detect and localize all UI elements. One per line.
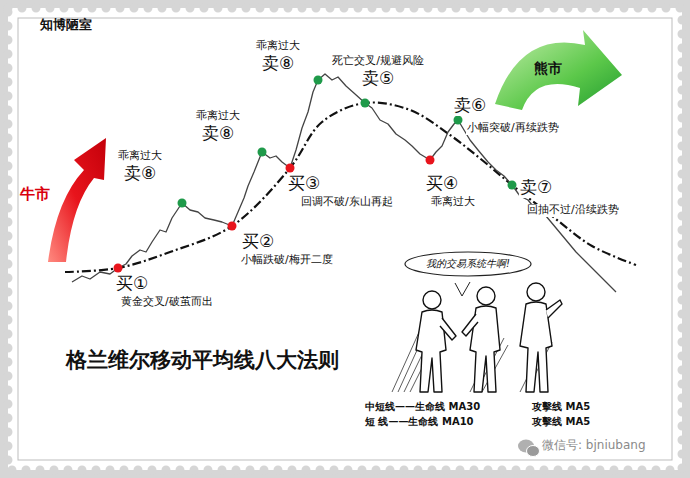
signal-label: 卖⑧ [261, 54, 295, 74]
diagram-title: 格兰维尔移动平均线八大法则 [66, 348, 339, 372]
signal-note: 乖离过大 [430, 196, 476, 209]
signal-note: 死亡交叉/规避风险 [331, 55, 425, 68]
bubble-ellipse [405, 252, 531, 276]
signal-dot [114, 264, 123, 273]
signal-label: 买③ [287, 174, 321, 194]
signal-dot [426, 156, 435, 165]
signal-label: 买④ [425, 174, 459, 194]
signal-note: 乖离过大 [117, 150, 163, 163]
bear-arrow [495, 30, 622, 110]
signal-note: 乖离过大 [255, 40, 301, 53]
market-label: 熊市 [534, 60, 562, 76]
perforation [8, 8, 682, 470]
signal-dot [361, 99, 370, 108]
market-label: 牛市 [20, 186, 50, 203]
signal-note: 回抽不过/沿续跌势 [526, 204, 620, 217]
bull-arrow [48, 138, 106, 262]
signal-dot [178, 199, 187, 208]
signal-dots [114, 76, 517, 273]
signal-dot [258, 148, 267, 157]
signal-dot [228, 222, 237, 231]
signal-note: 乖离过大 [195, 110, 241, 123]
signal-label: 卖⑧ [123, 164, 157, 184]
legend-note: 中短线——生命线 MA30 [365, 401, 480, 413]
signal-note: 小幅突破/再续跌势 [466, 122, 560, 135]
stamp-frame [18, 18, 672, 460]
signal-label: 买① [115, 274, 149, 294]
signal-label: 卖⑧ [201, 124, 235, 144]
legend-note: 攻擊线 MA5 [532, 401, 590, 413]
signal-label: 卖⑦ [519, 178, 553, 198]
moving-average-line [65, 102, 636, 272]
site-logo: 知博陋室 [40, 18, 92, 33]
signal-label: 卖⑤ [361, 69, 395, 89]
wechat-icon [518, 440, 540, 457]
price-line [72, 74, 616, 292]
signal-note: 小幅跌破/梅开二度 [240, 254, 334, 267]
signal-dot [508, 181, 517, 190]
cartoon-traders [416, 283, 562, 392]
signal-note: 黄金交叉/破茧而出 [120, 296, 214, 309]
signal-dot [286, 164, 295, 173]
legend-note: 攻擊线 MA5 [532, 416, 590, 428]
signal-dot [454, 116, 463, 125]
bubble-tail [455, 282, 470, 296]
legend-note: 短 线——生命线 MA10 [365, 416, 474, 428]
stamp-paper [8, 8, 682, 470]
bubble-text: 我的交易系统牛啊! [426, 258, 510, 270]
signal-label: 卖⑥ [453, 96, 487, 116]
signal-label: 买② [241, 232, 275, 252]
signal-note: 回调不破/东山再起 [300, 196, 394, 209]
speech-bubble: 我的交易系统牛啊! [404, 251, 532, 277]
watermark: 微信号: bjniubang [542, 439, 646, 453]
signal-dot [314, 76, 323, 85]
